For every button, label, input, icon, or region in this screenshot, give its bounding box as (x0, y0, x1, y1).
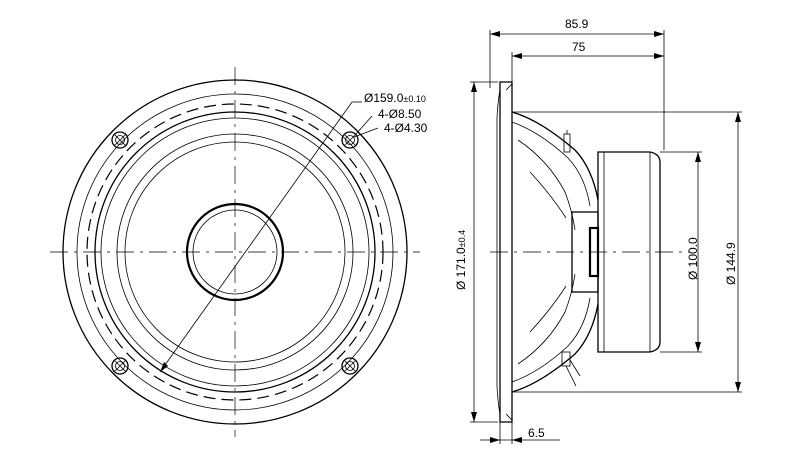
basket-lower (511, 303, 599, 393)
holes-small-label: 4-Ø4.30 (384, 121, 428, 135)
basket-lower-2 (511, 297, 591, 383)
mounting-hole-bottom-right (341, 357, 359, 375)
dim-flange-diameter: Ø 171.0±0.4 (454, 230, 468, 290)
leader-arrow (160, 362, 168, 372)
mounting-hole-top-right (341, 131, 359, 149)
terminal-top (563, 130, 571, 153)
magnet-body (597, 151, 661, 353)
surround-outer (94, 111, 376, 393)
leader-holes-large (355, 115, 373, 135)
outer-diameter-label: Ø159.0±0.10 (364, 91, 426, 105)
leader-outer-diameter (159, 101, 353, 373)
side-view: 85.9 75 Ø 171.0±0.4 Ø 100.0 Ø 144.9 (454, 17, 742, 444)
front-view: Ø159.0±0.10 4-Ø8.50 4-Ø4.30 (50, 67, 428, 437)
dim-magnet-diameter: Ø 100.0 (686, 237, 700, 280)
leader-holes-small (353, 127, 379, 138)
dim-flange-thickness: 6.5 (528, 426, 545, 440)
terminal-bottom (561, 351, 581, 387)
basket-upper-2 (511, 121, 591, 207)
dust-cap-outer (185, 202, 285, 302)
dim-frame-diameter: Ø 144.9 (724, 242, 738, 285)
basket-spider-lower (517, 273, 576, 365)
basket-spider-upper (517, 139, 576, 231)
dim-depth: 75 (572, 40, 586, 54)
mounting-hole-bottom-left (111, 357, 129, 375)
flange-inner-lip (505, 83, 513, 421)
basket-upper (511, 111, 599, 201)
mounting-hole-top-left (111, 131, 129, 149)
holes-large-label: 4-Ø8.50 (378, 107, 422, 121)
dim-total-depth: 85.9 (565, 17, 589, 31)
